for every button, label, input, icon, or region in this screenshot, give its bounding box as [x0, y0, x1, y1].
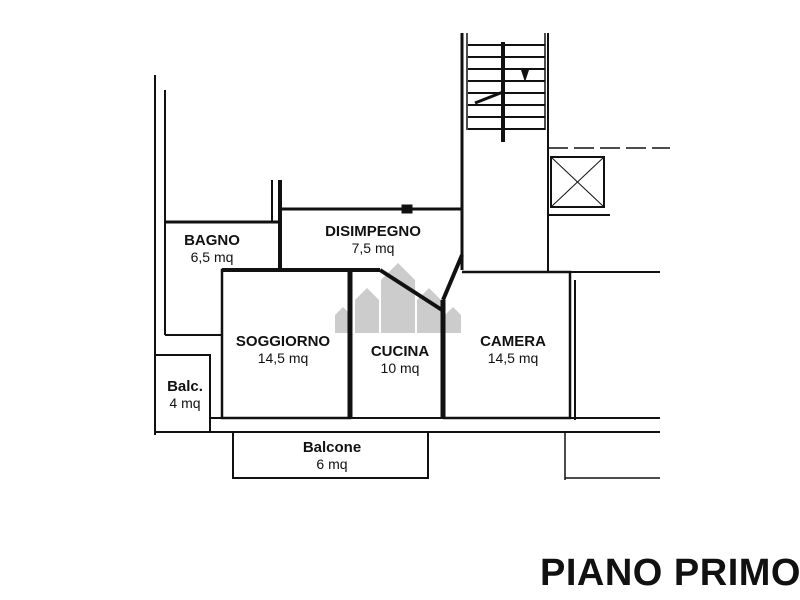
room-camera: CAMERA 14,5 mq: [480, 333, 546, 367]
room-name: DISIMPEGNO: [325, 223, 421, 240]
room-area: 14,5 mq: [257, 350, 309, 366]
room-name: CAMERA: [480, 333, 546, 350]
room-balc: Balc. 4 mq: [167, 378, 203, 412]
room-area: 6,5 mq: [190, 249, 234, 265]
room-area: 6 mq: [316, 456, 348, 472]
room-area: 10 mq: [380, 360, 420, 376]
floor-title: PIANO PRIMO: [540, 552, 800, 594]
room-name: CUCINA: [370, 343, 430, 360]
room-area: 7,5 mq: [351, 240, 395, 256]
room-soggiorno: SOGGIORNO 14,5 mq: [236, 333, 330, 367]
room-disimpegno: DISIMPEGNO 7,5 mq: [325, 223, 421, 257]
room-name: Balc.: [167, 378, 203, 395]
room-area: 4 mq: [169, 395, 201, 411]
staircase: [468, 42, 545, 142]
shaft: [550, 156, 605, 208]
walls: [154, 33, 670, 480]
room-cucina: CUCINA 10 mq: [371, 343, 429, 377]
room-name: BAGNO: [184, 232, 240, 249]
room-name: Balcone: [302, 439, 362, 456]
room-name: SOGGIORNO: [235, 333, 331, 350]
room-balcone: Balcone 6 mq: [303, 439, 361, 473]
room-area: 14,5 mq: [487, 350, 539, 366]
room-bagno: BAGNO 6,5 mq: [184, 232, 240, 266]
